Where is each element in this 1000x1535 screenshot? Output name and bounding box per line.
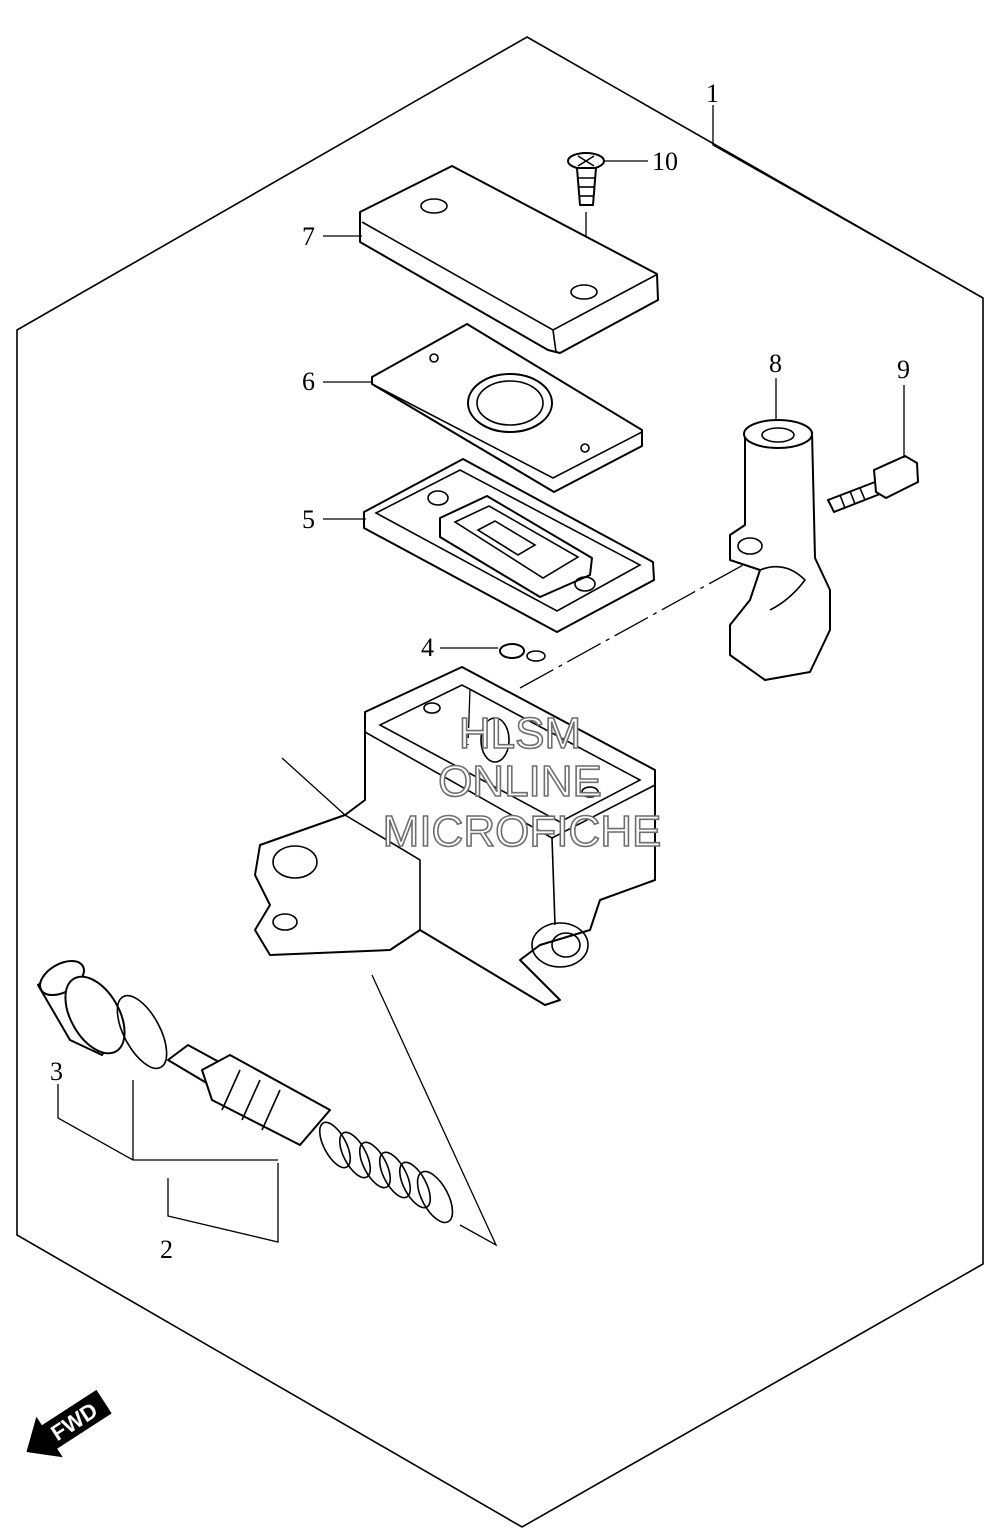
watermark-line-3: MICROFICHE — [383, 807, 662, 856]
callout-6: 6 — [302, 367, 315, 396]
reservoir-cap-part-7[interactable] — [359, 165, 659, 354]
callout-5: 5 — [302, 505, 315, 534]
callout-7: 7 — [302, 222, 315, 251]
callout-1: 1 — [706, 79, 719, 108]
callout-4: 4 — [421, 633, 434, 662]
callout-8: 8 — [769, 349, 782, 378]
callout-3: 3 — [50, 1057, 63, 1086]
diaphragm-plate-part-6[interactable] — [371, 323, 643, 493]
piston-spring-part-2[interactable] — [167, 1044, 460, 1228]
circlip[interactable] — [107, 988, 176, 1076]
watermark-line-2: ONLINE — [438, 757, 602, 806]
bolt-part-9[interactable] — [827, 455, 919, 513]
boot-part-3[interactable] — [34, 954, 137, 1063]
clamp-holder-part-8[interactable] — [729, 419, 831, 681]
diaphragm-part-5[interactable] — [363, 458, 655, 633]
watermark-line-1: HLSM — [459, 709, 581, 758]
master-cylinder-body[interactable] — [254, 666, 656, 1006]
clip-part-4[interactable] — [499, 643, 546, 662]
callout-2: 2 — [160, 1235, 173, 1264]
leader-lines — [57, 105, 984, 1243]
fwd-direction-arrow: FWD — [26, 1389, 112, 1458]
callout-9: 9 — [897, 355, 910, 384]
watermark: HLSM ONLINE MICROFICHE — [382, 708, 662, 857]
fwd-arrow-icon — [26, 1389, 112, 1458]
callout-10: 10 — [652, 147, 678, 176]
screw-part-10[interactable] — [567, 152, 605, 206]
